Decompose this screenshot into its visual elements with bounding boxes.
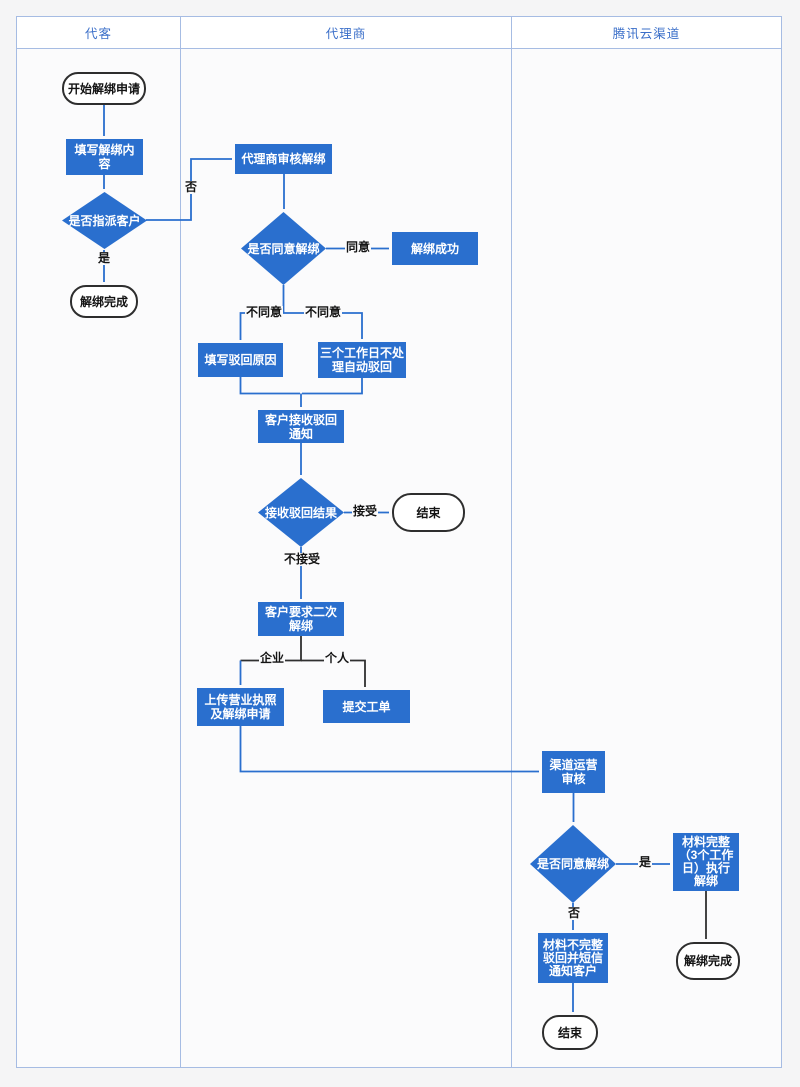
node-fill-reject-reason: 填写驳回原因 [198, 343, 283, 377]
node-upload-license: 上传营业执照 及解绑申请 [197, 688, 284, 726]
node-label: 是否同意解绑 [247, 241, 320, 256]
node-second-unbind-request: 客户要求二次 解绑 [258, 602, 344, 636]
lane-header-agent: 代理商 [180, 17, 511, 48]
edge-label-disagree-left: 不同意 [245, 305, 284, 319]
lane-header-tencent-channel: 腾讯云渠道 [511, 17, 781, 48]
lane-divider-2 [511, 17, 512, 1067]
node-label: 接收驳回结果 [264, 505, 337, 520]
edge-label-not-accept: 不接受 [283, 552, 322, 566]
node-label: 客户要求二次 解绑 [264, 605, 337, 633]
node-unbind-success: 解绑成功 [392, 232, 478, 265]
node-label: 上传营业执照 及解绑申请 [204, 693, 277, 721]
node-material-incomplete-reject: 材料不完整 驳回并短信 通知客户 [538, 933, 608, 983]
node-agent-review: 代理商审核解绑 [235, 144, 332, 174]
node-customer-receive-reject-notice: 客户接收驳回 通知 [258, 410, 344, 443]
edge-label-disagree-right: 不同意 [304, 305, 343, 319]
node-end-1: 结束 [392, 493, 465, 532]
node-material-complete-execute: 材料完整 （3个工作 日）执行 解绑 [673, 833, 739, 891]
node-label: 结束 [416, 505, 441, 520]
node-label: 代理商审核解绑 [241, 152, 326, 166]
lane-header-row: 代客 代理商 腾讯云渠道 [17, 17, 781, 49]
node-label: 解绑完成 [683, 954, 732, 968]
node-label: 客户接收驳回 通知 [264, 412, 337, 441]
edge-label-no-2: 否 [567, 906, 582, 920]
node-channel-ops-review: 渠道运营 审核 [542, 751, 605, 793]
node-unbind-complete-2: 解绑完成 [676, 942, 740, 980]
node-label: 材料不完整 驳回并短信 通知客户 [542, 937, 603, 978]
node-label: 三个工作日不处 理自动驳回 [319, 346, 404, 374]
lane-divider-1 [180, 17, 181, 1067]
lane-header-customer: 代客 [17, 17, 180, 48]
node-start: 开始解绑申请 [62, 72, 146, 105]
lane-header-label: 代理商 [325, 27, 367, 41]
node-label: 渠道运营 审核 [549, 758, 598, 786]
node-fill-unbind-content: 填写解绑内 容 [66, 139, 143, 175]
node-auto-reject-3-days: 三个工作日不处 理自动驳回 [318, 342, 406, 378]
edge-label-accept: 接受 [352, 504, 379, 518]
node-label: 材料完整 （3个工作 日）执行 解绑 [678, 835, 734, 888]
node-label: 填写解绑内 容 [74, 143, 135, 171]
node-label: 提交工单 [342, 699, 391, 714]
edge-label-personal: 个人 [324, 651, 351, 665]
edge-label-agree: 同意 [345, 240, 372, 254]
node-unbind-complete-1: 解绑完成 [70, 285, 138, 318]
node-label: 开始解绑申请 [67, 81, 140, 96]
node-end-2: 结束 [542, 1015, 598, 1050]
node-label: 是否指派客户 [68, 213, 141, 228]
node-label: 填写驳回原因 [204, 353, 277, 367]
node-label: 解绑成功 [410, 241, 459, 256]
lane-header-label: 代客 [84, 27, 112, 41]
swimlane-frame: 代客 代理商 腾讯云渠道 [16, 16, 782, 1068]
node-label: 解绑完成 [79, 294, 128, 309]
edge-label-yes-1: 是 [97, 251, 112, 265]
edge-label-no-1: 否 [184, 180, 199, 194]
lane-header-label: 腾讯云渠道 [612, 27, 681, 41]
edge-label-enterprise: 企业 [259, 651, 286, 665]
node-label: 结束 [557, 1025, 582, 1040]
node-label: 是否同意解绑 [536, 857, 609, 871]
edge-label-yes-2: 是 [638, 855, 653, 869]
node-submit-ticket: 提交工单 [323, 690, 410, 723]
